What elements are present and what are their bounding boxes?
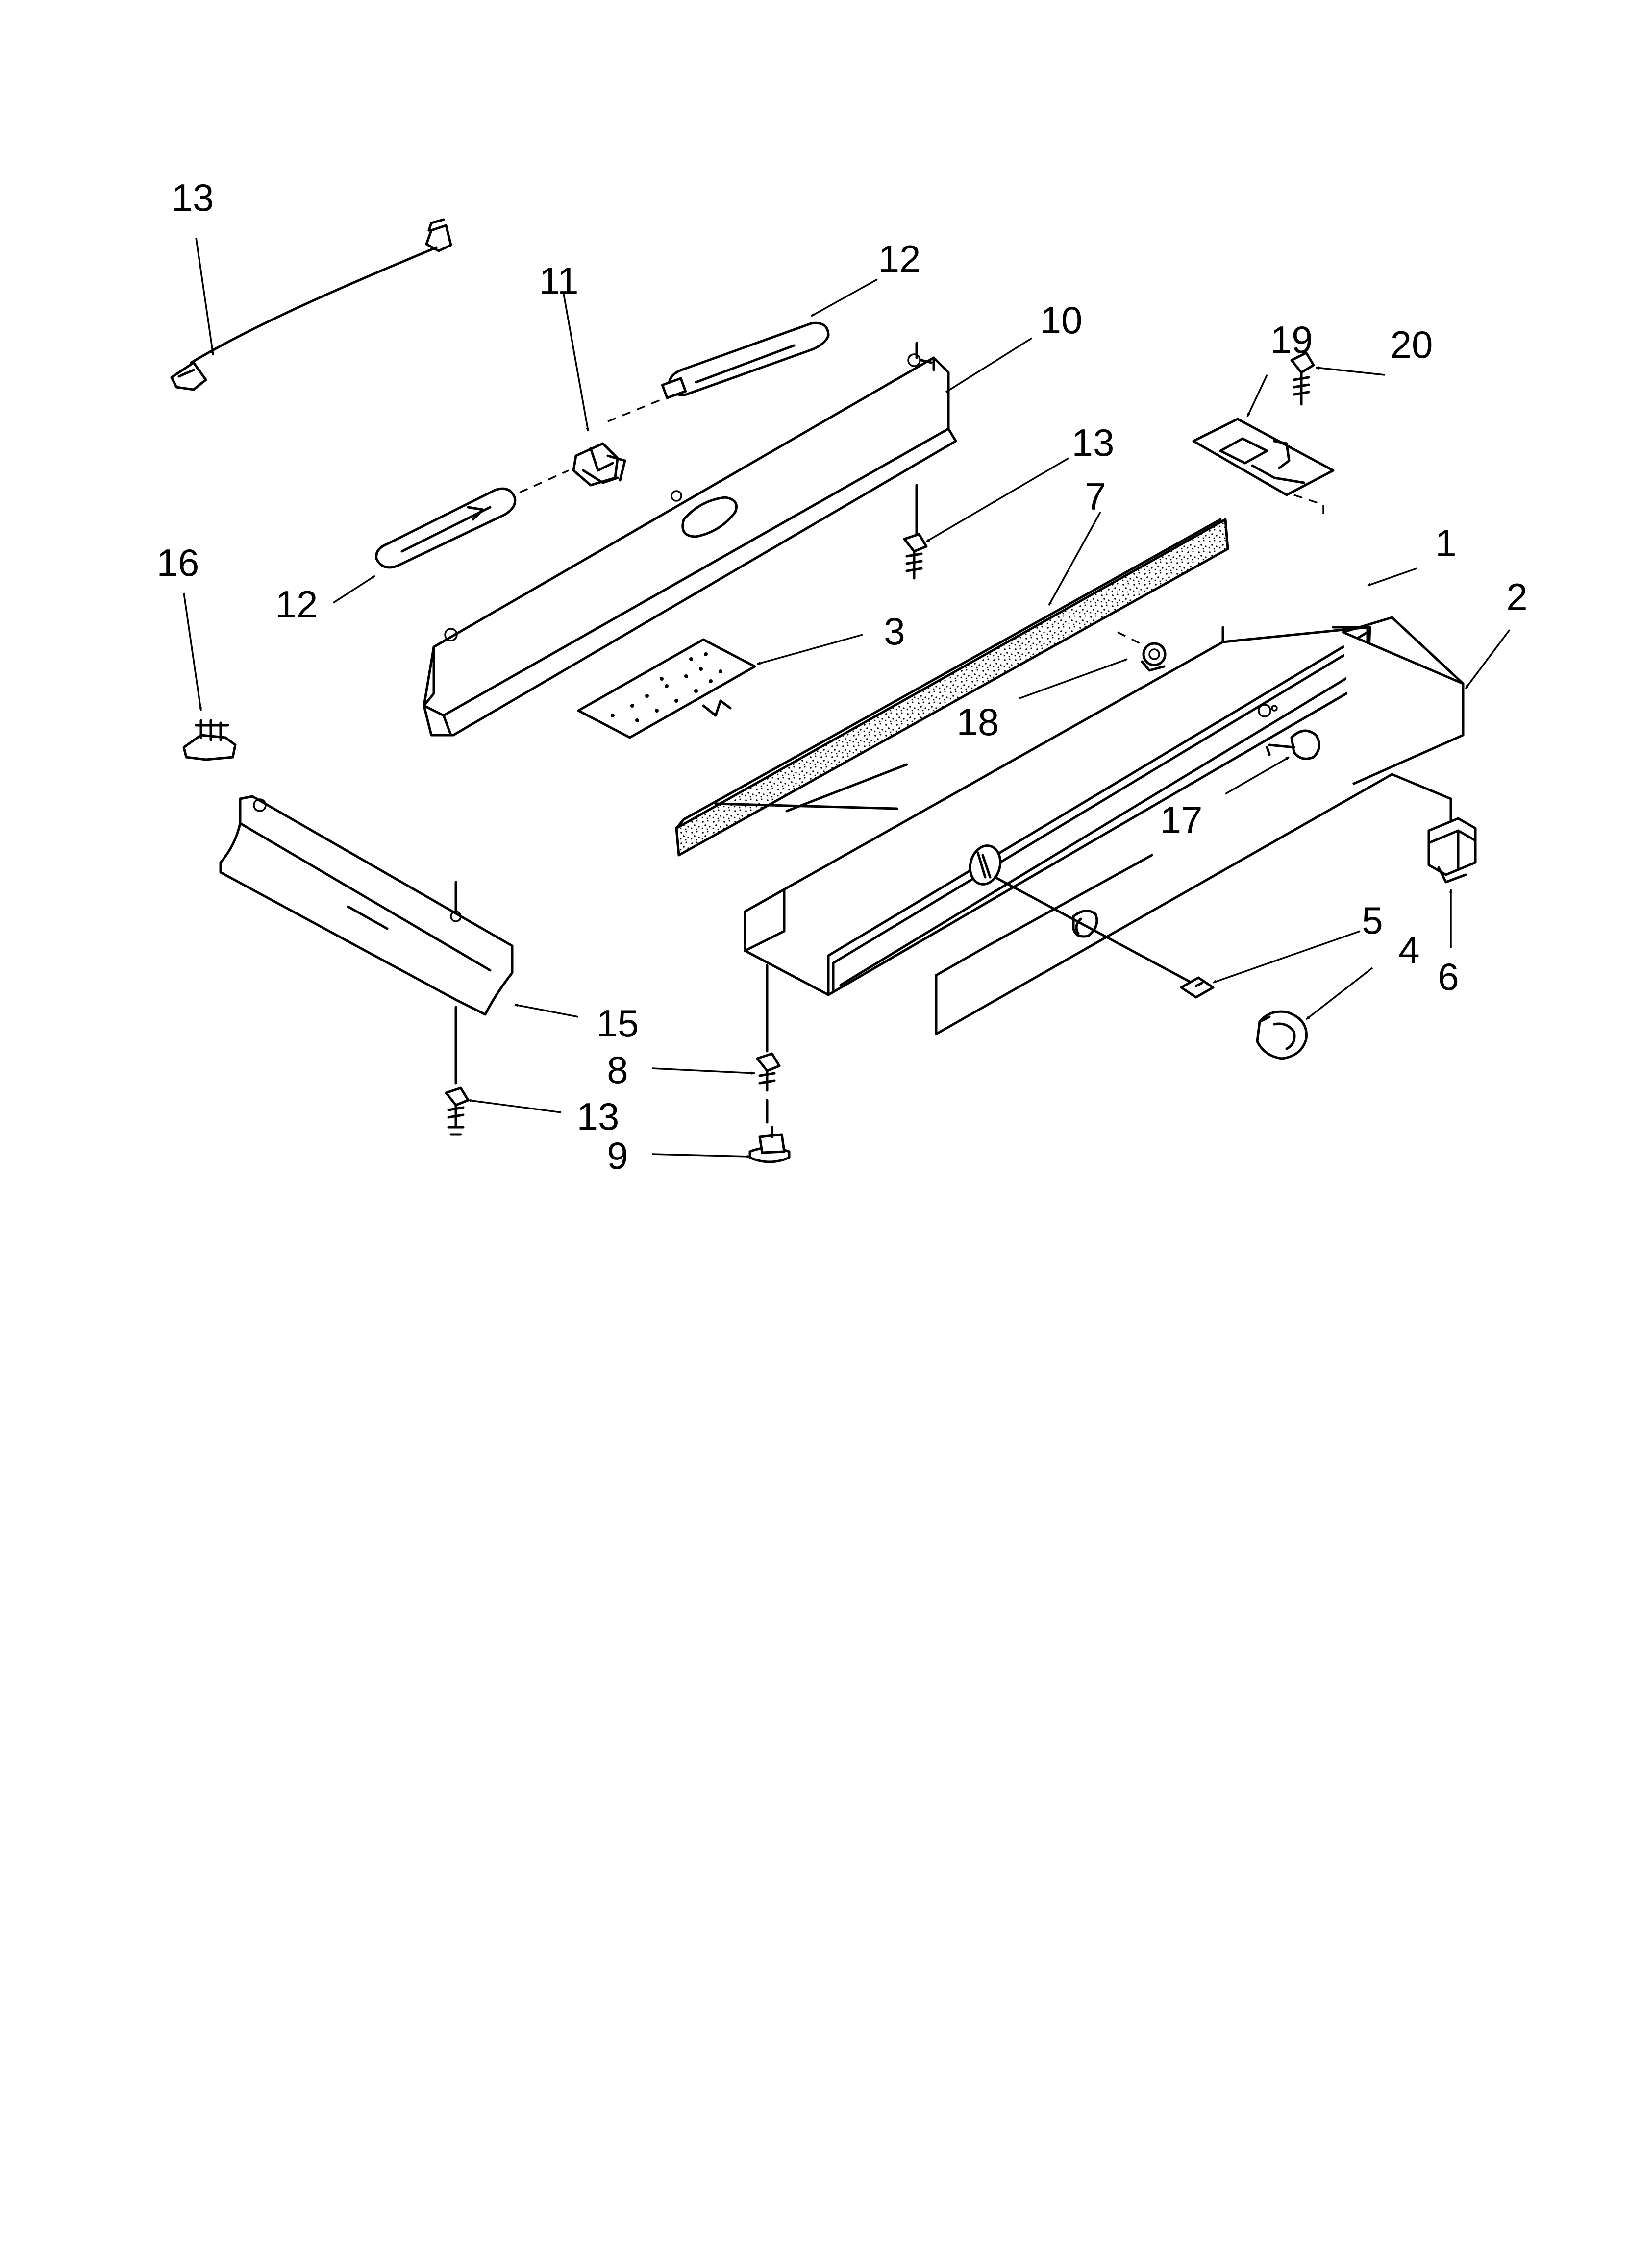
callout-14: 13 [172, 176, 214, 219]
housing-part [744, 616, 1465, 996]
callout-6: 6 [1438, 955, 1459, 998]
callout-18: 18 [957, 700, 999, 743]
switch-part [1427, 817, 1477, 884]
callout-4: 4 [1398, 928, 1419, 971]
callout-13-lower: 13 [577, 1095, 620, 1138]
retainer-clip-part [182, 719, 237, 761]
control-panel-part [935, 773, 1452, 1035]
knob-part [1256, 1010, 1308, 1060]
clip-part [572, 442, 626, 487]
callout-1: 1 [1435, 521, 1456, 565]
callout-7: 7 [1085, 475, 1106, 518]
thermistor-lower-part [375, 469, 569, 569]
callout-2: 2 [1506, 575, 1527, 618]
callout-15: 15 [597, 1002, 639, 1045]
control-board-part [1192, 418, 1335, 515]
callout-17: 17 [1160, 798, 1203, 841]
callout-12-lower: 12 [275, 583, 318, 626]
wire-harness-part [170, 218, 452, 391]
button-part [1266, 729, 1320, 760]
callout-13-upper: 13 [1072, 421, 1115, 464]
callout-8: 8 [607, 1048, 628, 1091]
leader-lines [183, 237, 1511, 1159]
callout-11: 11 [539, 259, 579, 302]
screw-8-part [756, 964, 781, 1124]
bracket-line [714, 802, 898, 810]
thermistor-upper-part [607, 321, 830, 422]
screw-20-part [1290, 351, 1315, 406]
thermostat-part [1117, 631, 1167, 672]
screw-13-lower-part [445, 1086, 470, 1136]
indicator-label-part [1180, 976, 1215, 999]
leveling-foot-part [748, 1126, 791, 1163]
gasket-strip-part [675, 518, 1229, 857]
callout-20: 20 [1391, 323, 1433, 366]
callout-16: 16 [157, 541, 199, 584]
callout-5: 5 [1362, 899, 1383, 942]
callout-12-upper: 12 [878, 237, 921, 280]
callout-10: 10 [1040, 298, 1083, 342]
callout-labels: 13 11 12 10 19 20 13 7 1 2 16 12 3 18 17… [157, 176, 1528, 1177]
housing-edge [785, 763, 908, 813]
callout-3: 3 [884, 610, 905, 653]
circuit-plate-part [577, 638, 756, 739]
screw-13-upper-part [903, 484, 928, 580]
callout-19: 19 [1270, 318, 1313, 361]
knob-opening [969, 844, 1197, 986]
trim-panel-part [219, 795, 514, 1085]
mounting-bracket-part [423, 342, 957, 737]
callout-9: 9 [607, 1134, 628, 1177]
